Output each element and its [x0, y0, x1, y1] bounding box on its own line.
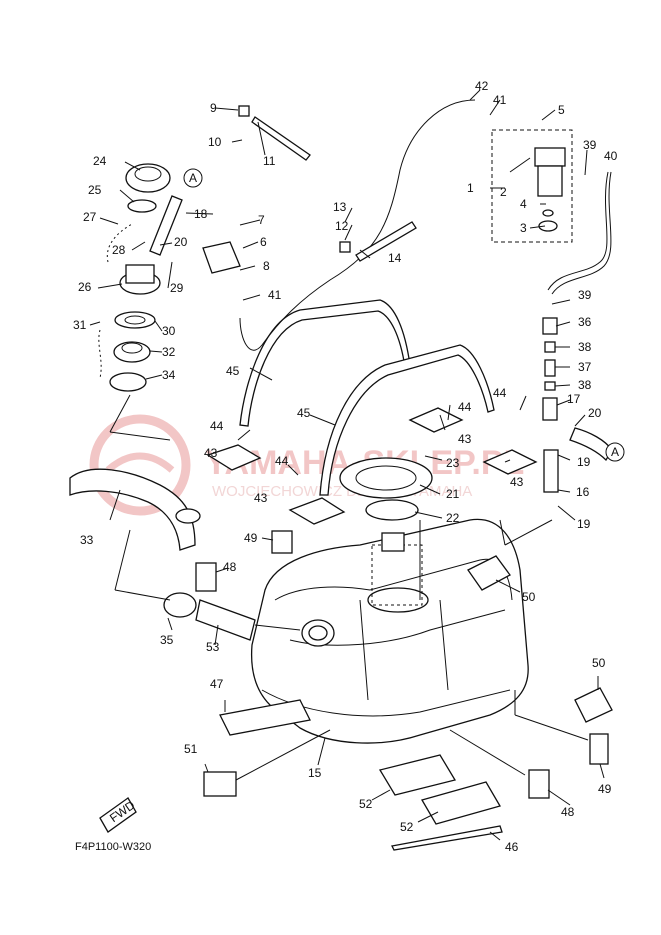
leader-lines [89, 89, 605, 841]
filler-assembly [98, 163, 183, 392]
callout: 11 [263, 154, 276, 168]
misc-parts [99, 105, 417, 833]
callout: 34 [162, 368, 176, 382]
callout-labels: 1 2 3 4 5 6 7 8 9 10 11 12 13 14 15 16 1… [73, 79, 618, 854]
callout: 53 [206, 640, 220, 654]
ref-circle-a-right [605, 442, 625, 462]
callout: 14 [388, 251, 402, 265]
callout: 50 [592, 656, 606, 670]
callout: 16 [576, 485, 590, 499]
ref-circle-a-left-label: A [189, 171, 197, 185]
callout: 31 [73, 318, 87, 332]
callout: 43 [204, 446, 218, 460]
callout: 40 [604, 149, 618, 163]
callout: 41 [268, 288, 282, 302]
watermark-logo-icon [89, 414, 191, 516]
fuel-filter-assembly [491, 129, 573, 243]
callout: 30 [162, 324, 176, 338]
hose-clamp [163, 592, 197, 618]
callout: 18 [194, 207, 208, 221]
callout: 41 [493, 93, 507, 107]
callout: 45 [297, 406, 311, 420]
callout: 33 [80, 533, 94, 547]
callout: 43 [458, 432, 472, 446]
callout: 20 [588, 406, 602, 420]
callout: 37 [578, 360, 592, 374]
callout: 43 [254, 491, 268, 505]
callout: 48 [561, 805, 575, 819]
pump-seal [365, 499, 419, 521]
callout: 17 [567, 392, 581, 406]
callout: 25 [88, 183, 102, 197]
callout: 49 [244, 531, 258, 545]
callout: 38 [578, 340, 592, 354]
callout: 32 [162, 345, 176, 359]
callout: 35 [160, 633, 174, 647]
callout: 44 [210, 419, 224, 433]
callout: 29 [170, 281, 184, 295]
callout: 23 [446, 456, 460, 470]
callout: 22 [446, 511, 460, 525]
callout: 6 [260, 235, 267, 249]
pump-ring [339, 457, 433, 499]
callout: 1 [467, 181, 474, 195]
fuel-hoses [239, 99, 613, 462]
callout: 45 [226, 364, 240, 378]
callout: 26 [78, 280, 92, 294]
ref-circle-a-right-label: A [611, 445, 619, 459]
callout: 46 [505, 840, 519, 854]
callout: 44 [493, 386, 507, 400]
fwd-arrow-icon [99, 797, 137, 833]
fuel-fittings [542, 317, 559, 493]
callout: 42 [475, 79, 489, 93]
callout: 52 [400, 820, 414, 834]
callout: 9 [210, 101, 217, 115]
callout: 44 [458, 400, 472, 414]
callout: 19 [577, 455, 591, 469]
callout: 52 [359, 797, 373, 811]
callout: 39 [578, 288, 592, 302]
callout: 51 [184, 742, 198, 756]
callout: 5 [558, 103, 565, 117]
callout: 21 [446, 487, 460, 501]
ref-circle-a-left [183, 168, 203, 188]
callout: 3 [520, 221, 527, 235]
strainer [195, 599, 256, 641]
callout: 4 [520, 197, 527, 211]
callout: 28 [112, 243, 126, 257]
callout: 36 [578, 315, 592, 329]
callout: 8 [263, 259, 270, 273]
callout: 13 [333, 200, 347, 214]
callout: 10 [208, 135, 222, 149]
callout: 47 [210, 677, 224, 691]
callout: 15 [308, 766, 322, 780]
callout: 12 [335, 219, 349, 233]
fuel-tank [250, 518, 529, 744]
callout: 27 [83, 210, 97, 224]
callout: 19 [577, 517, 591, 531]
callout: 44 [275, 454, 289, 468]
callout: 49 [598, 782, 612, 796]
drawing-code: F4P1100-W320 [75, 841, 151, 853]
callout: 20 [174, 235, 188, 249]
callout: 43 [510, 475, 524, 489]
filler-hose [69, 468, 201, 551]
callout: 2 [500, 185, 507, 199]
rubber-pads [195, 530, 613, 851]
fuel-pump-unit [371, 532, 423, 606]
callout: 38 [578, 378, 592, 392]
callout: 48 [223, 560, 237, 574]
callout: 24 [93, 154, 107, 168]
callout: 39 [583, 138, 597, 152]
callout: 50 [522, 590, 536, 604]
callout: 7 [258, 213, 265, 227]
